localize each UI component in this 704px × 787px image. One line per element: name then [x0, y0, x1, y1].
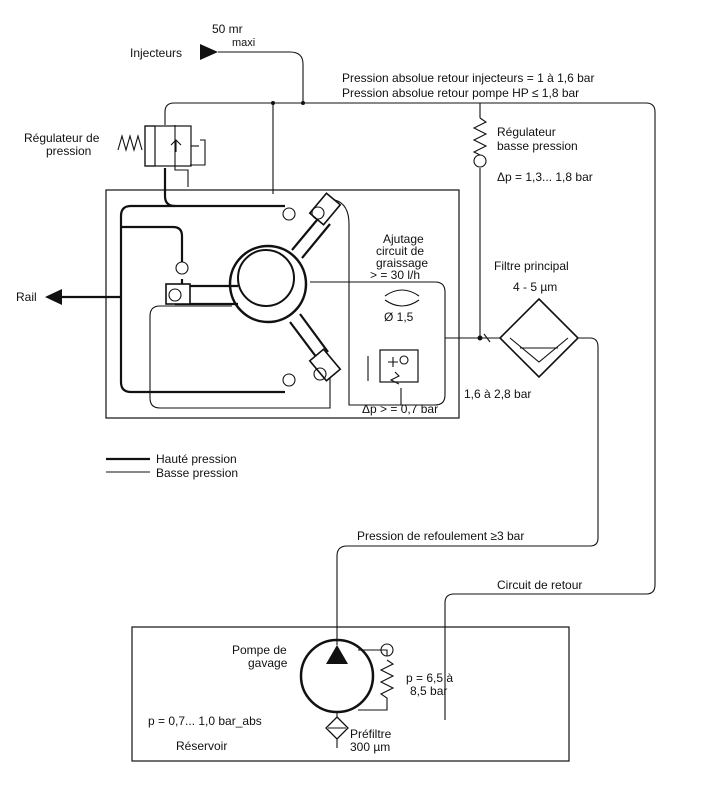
label-return-pressure-pump: Pression absolue retour pompe HP ≤ 1,8 b… [342, 86, 579, 100]
low-pressure-pipes [149, 51, 656, 720]
hp-pump-housing [105, 189, 460, 419]
junction-dot [271, 101, 275, 105]
label-injector-flow-maxi: maxi [232, 37, 255, 49]
junction-dot [301, 101, 305, 105]
label-orifice-diameter: Ø 1,5 [384, 310, 414, 324]
prefilter [325, 716, 349, 748]
label-discharge-pressure: Pression de refoulement ≥3 bar [357, 529, 524, 543]
high-pressure-pipes [62, 168, 331, 394]
label-lp-regulator: Régulateur [497, 125, 556, 139]
pump-arrow-icon [326, 645, 348, 664]
label-orifice-2: circuit de [376, 244, 424, 258]
label-filter-pressure: 1,6 à 2,8 bar [464, 387, 531, 401]
label-reservoir: Réservoir [176, 739, 227, 753]
main-filter [498, 297, 580, 379]
label-lp-delta: Δp = 1,3... 1,8 bar [497, 170, 593, 184]
check-valve-ball [282, 373, 296, 387]
low-pressure-regulator [472, 117, 488, 168]
label-pressure-regulator-2: pression [46, 144, 91, 158]
label-return-circuit: Circuit de retour [497, 578, 582, 592]
radial-piston-pump [165, 192, 342, 382]
label-orifice-4: > = 30 l/h [370, 268, 420, 282]
junction-dot [477, 335, 483, 341]
check-valve-ball [175, 261, 189, 275]
label-lp-regulator-2: basse pression [497, 139, 578, 153]
label-orifice-3: graissage [376, 256, 428, 270]
label-feed-pump-2: gavage [248, 656, 288, 670]
label-pump-pressure: p = 6,5 à [406, 671, 453, 685]
label-reservoir-pressure: p = 0,7... 1,0 bar_abs [148, 714, 262, 728]
label-prefilter-rating: 300 µm [350, 740, 390, 754]
label-feed-pump: Pompe de [232, 643, 287, 657]
lubrication-orifice [384, 289, 420, 307]
injector-arrow-icon [200, 44, 218, 60]
overflow-valve [379, 349, 419, 385]
label-return-pressure-injectors: Pression absolue retour injecteurs = 1 à… [342, 71, 594, 85]
label-main-filter: Filtre principal [494, 259, 569, 273]
pressure-tap-icon [483, 333, 491, 343]
feed-pump [299, 638, 395, 718]
label-injector-flow: 50 mr [212, 22, 243, 36]
reservoir-tank [131, 626, 570, 762]
label-rail: Rail [16, 290, 37, 304]
label-main-filter-rating: 4 - 5 µm [513, 280, 557, 294]
label-prefilter: Préfiltre [350, 727, 392, 741]
legend-hp-label: Hauté pression [156, 452, 237, 466]
diagram-labels: Injecteurs 50 mr maxi Pression absolue r… [16, 22, 594, 754]
label-pump-pressure-2: 8,5 bar [410, 684, 447, 698]
label-pressure-regulator: Régulateur de [24, 131, 100, 145]
label-orifice-1: Ajutage [383, 232, 424, 246]
check-valve-ball [282, 207, 296, 221]
label-injecteurs: Injecteurs [130, 46, 182, 60]
label-valve-delta: Δp > = 0,7 bar [362, 402, 438, 416]
rail-arrow-icon [45, 289, 62, 305]
legend-bp-label: Basse pression [156, 466, 238, 480]
pressure-regulator-valve [117, 125, 199, 167]
